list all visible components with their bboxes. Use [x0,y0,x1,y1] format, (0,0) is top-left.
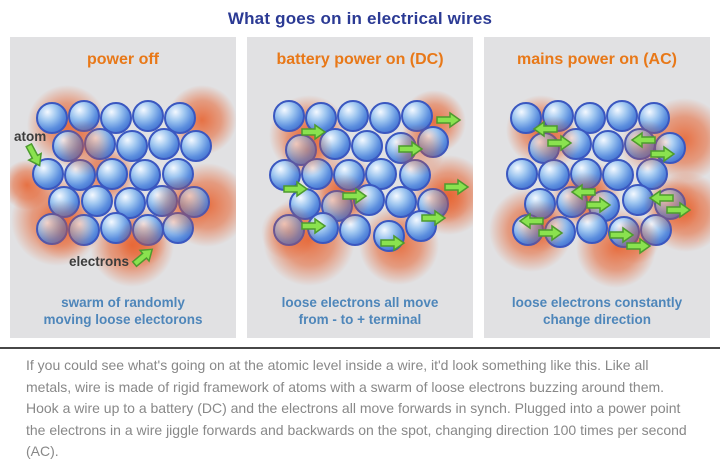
panel-mains-ac-caption: loose electrons constantly change direct… [511,295,683,327]
electron-cloud-blob-front [318,174,370,226]
electron-cloud-blob-front [56,120,112,176]
electron-motion-arrow-icon [380,234,406,252]
panel-battery-dc: battery power on (DC) loose electrons al… [247,37,473,338]
panel-battery-dc-header: battery power on (DC) [276,51,444,68]
electron-cloud-blob-front [560,172,612,224]
atom-sphere [114,187,146,219]
electron-motion-arrow-icon [648,189,674,207]
electron-motion-arrow-icon [436,111,462,129]
atom-sphere [385,186,417,218]
horizontal-divider [0,347,720,349]
atom-sphere [32,158,64,190]
electron-motion-arrow-icon [518,212,544,230]
panel-power-off-diagram: atom electrons [10,85,236,287]
electron-cloud-blob-front [620,120,672,172]
atom-sphere [602,159,634,191]
atom-sphere [148,128,180,160]
panel-power-off-caption: swarm of randomly moving loose electoron… [43,295,203,327]
atom-sphere [129,159,161,191]
electron-cloud-blob-front [281,124,333,176]
atom-sphere [510,102,542,134]
panel-mains-ac-diagram [489,95,710,288]
electron-motion-arrow-icon [398,140,424,158]
atom-sphere [273,100,305,132]
electron-cloud-blob-front [34,200,94,260]
electron-cloud-blob-front [612,216,660,264]
electron-motion-arrow-icon [25,142,43,167]
electron-motion-arrow-icon [444,178,470,196]
atom-sphere [365,158,397,190]
atom-sphere [606,100,638,132]
atom-sphere [100,102,132,134]
electron-motion-arrow-icon [630,131,656,149]
panels-row: power off atom electrons swarm of randoml… [10,37,710,338]
diagram-label: atom [14,129,46,144]
electron-cloud-blob-front [515,200,567,252]
electron-motion-arrow-icon [626,237,652,255]
atom-sphere [592,130,624,162]
atom-sphere [116,130,148,162]
atom-sphere [337,100,369,132]
atom-sphere [132,100,164,132]
electron-motion-arrow-icon [650,145,676,163]
atom-sphere [81,185,113,217]
panel-battery-dc-caption: loose electrons all move from - to + ter… [281,295,439,327]
electron-cloud-blob-front [261,204,317,260]
electron-cloud-blob-front [152,176,212,236]
panel-power-off: power off atom electrons swarm of randoml… [10,37,236,338]
page-title: What goes on in electrical wires [227,9,493,28]
panel-power-off-header: power off [87,51,159,68]
electron-motion-arrow-icon [342,187,368,205]
electron-motion-arrow-icon [532,120,558,138]
atom-sphere [351,130,383,162]
electron-motion-arrow-icon [586,196,612,214]
panel-mains-ac: mains power on (AC) loose electrons cons… [484,37,710,338]
electron-motion-arrow-icon [538,224,564,242]
atom-sphere [164,102,196,134]
atom-sphere [506,158,538,190]
atom-sphere [36,102,68,134]
electron-motion-arrow-icon [570,183,596,201]
panel-battery-dc-diagram [261,90,473,286]
electron-motion-arrow-icon [301,123,327,141]
electron-motion-arrow-icon [547,134,573,152]
explanation-paragraph: If you could see what's going on at the … [26,357,687,459]
diagram-label: electrons [69,254,129,269]
panel-mains-ac-header: mains power on (AC) [516,51,677,68]
electron-motion-arrow-icon [421,209,447,227]
electron-cloud-blob-front [117,217,167,267]
atom-sphere [574,102,606,134]
atom-sphere [369,102,401,134]
electron-motion-arrow-icon [301,217,327,235]
electron-cloud-blob-front [644,177,700,233]
electron-motion-arrow-icon [609,226,635,244]
electron-motion-arrow-icon [131,248,154,268]
electron-motion-arrow-icon [283,180,309,198]
electron-motion-arrow-icon [666,201,692,219]
atom-sphere [180,130,212,162]
